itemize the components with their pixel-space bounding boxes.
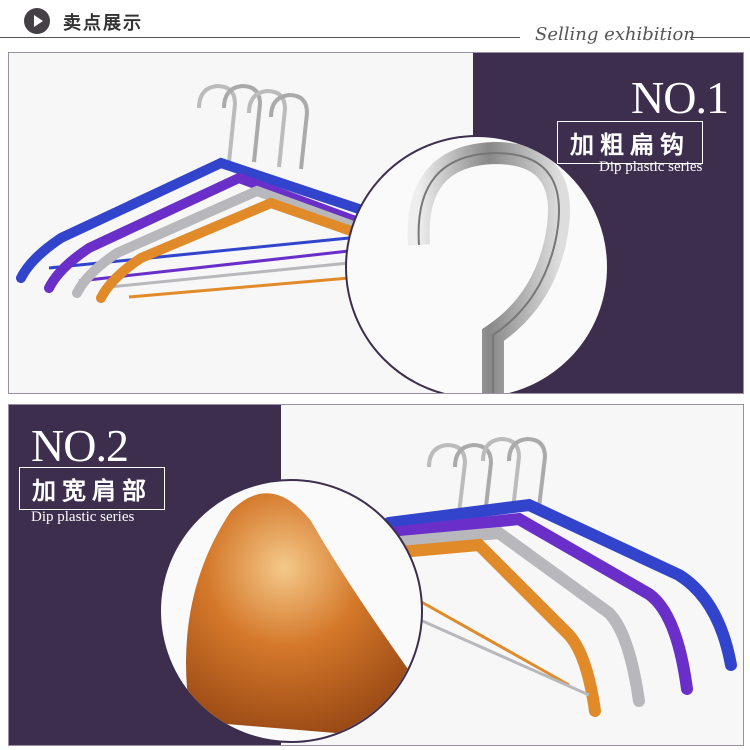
feature-number-2: NO.2 (31, 420, 129, 471)
hangers-image (383, 436, 737, 717)
series-label-1: Dip plastic series (599, 159, 703, 175)
section-header: 卖点展示 Selling exhibition (0, 0, 750, 46)
hook-closeup-circle (345, 135, 609, 393)
series-label-2: Dip plastic series (31, 509, 135, 525)
hook-closeup-image (407, 141, 570, 393)
play-icon (24, 8, 50, 34)
shoulder-closeup-image (186, 493, 421, 741)
section-subtitle: Selling exhibition (535, 24, 695, 45)
divider-line-right (690, 37, 750, 38)
feature-number-1: NO.1 (631, 72, 729, 123)
feature-name-2: 加宽肩部 (19, 467, 165, 510)
hangers-image (16, 83, 376, 303)
feature-panel-2: NO.2 加宽肩部 Dip plastic series (8, 404, 744, 746)
shoulder-closeup-circle (159, 479, 423, 743)
feature-name-1: 加粗扁钩 (557, 121, 703, 164)
section-title: 卖点展示 (63, 13, 143, 34)
divider-line (0, 37, 520, 38)
feature-panel-1: NO.1 加粗扁钩 Dip plastic series (8, 52, 744, 394)
